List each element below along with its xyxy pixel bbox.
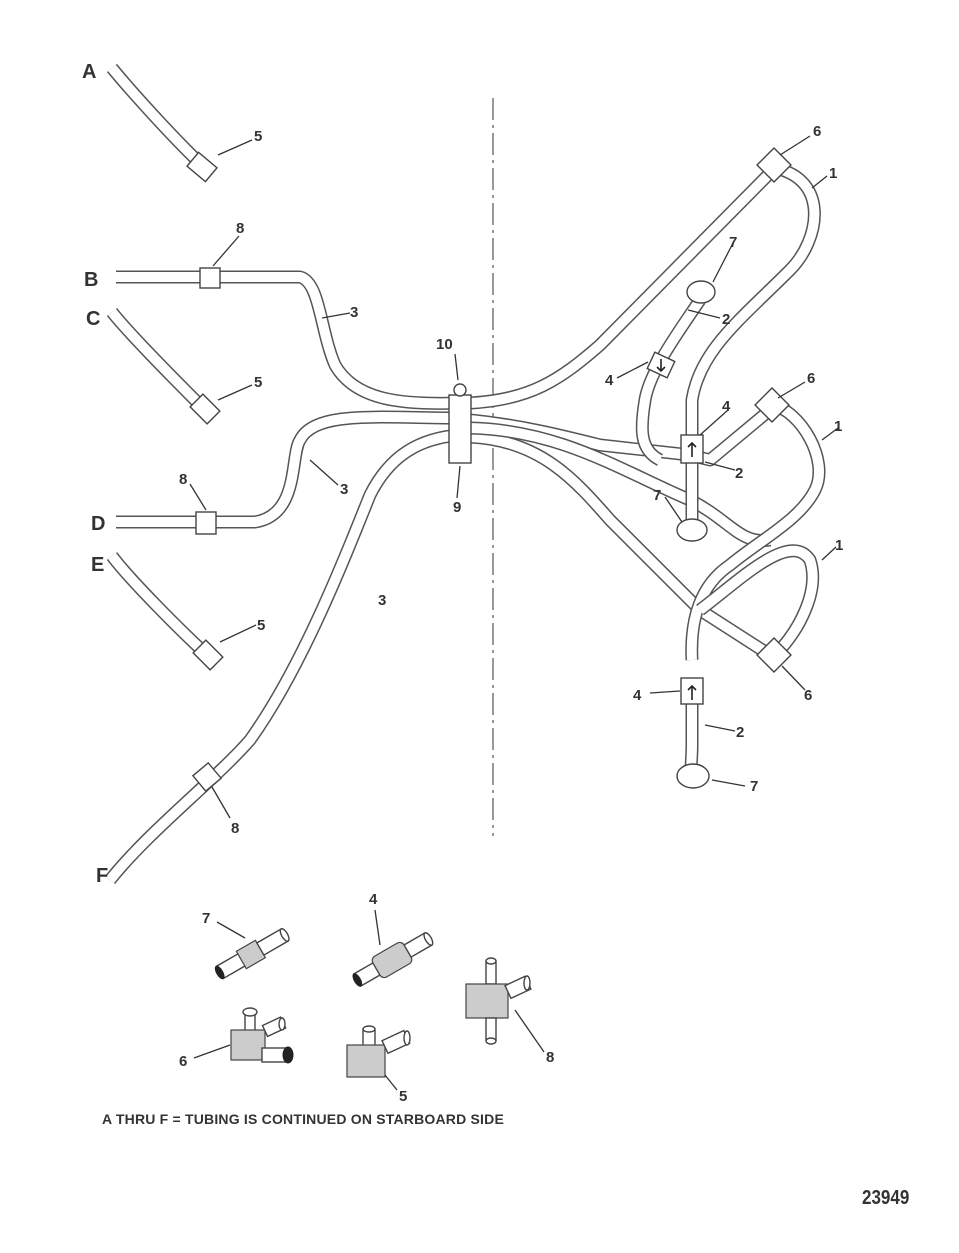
- callout-9: 9: [453, 499, 461, 516]
- callout-7-middle: 7: [653, 487, 661, 504]
- tee-fitting-top: [756, 147, 792, 183]
- callout-4-middle: 4: [722, 398, 731, 415]
- callout-5-a: 5: [254, 128, 262, 145]
- letter-f: F: [96, 865, 108, 887]
- callout-4-top: 4: [605, 372, 614, 389]
- callout-4-lower: 4: [633, 687, 642, 704]
- detail-part-5: [346, 1025, 411, 1078]
- fittings-on-tubes: [186, 147, 792, 793]
- callout-1-lower: 1: [835, 537, 843, 554]
- letter-b: B: [84, 269, 98, 291]
- callout-5-e: 5: [257, 617, 265, 634]
- callout-1-middle: 1: [834, 418, 842, 435]
- detail-part-6: [230, 1007, 294, 1064]
- nut-fitting-middle: [676, 518, 708, 542]
- elbow-fitting-a: [186, 151, 218, 183]
- callout-2-lower: 2: [736, 724, 744, 741]
- callout-numbers: 5 8 3 5 10 8 3 9 3 5 8 6 1 7 2 4 6 4 1 2…: [179, 123, 843, 837]
- detail-part-7: [214, 927, 290, 980]
- callout-7-lower: 7: [750, 778, 758, 795]
- tubing-note: A THRU F = TUBING IS CONTINUED ON STARBO…: [102, 1111, 504, 1127]
- nut-fitting-bottom: [676, 763, 710, 789]
- tee-fitting-bottom: [756, 637, 792, 673]
- callout-3-middle: 3: [340, 481, 348, 498]
- clamp-screw: [453, 383, 467, 397]
- callout-6-top: 6: [813, 123, 821, 140]
- letter-a: A: [82, 61, 96, 83]
- tube-group: [104, 63, 826, 885]
- callout-8-d: 8: [179, 471, 187, 488]
- callout-8-b: 8: [236, 220, 244, 237]
- detail-callout-6: 6: [179, 1053, 187, 1070]
- callout-2-middle: 2: [735, 465, 743, 482]
- callout-5-c: 5: [254, 374, 262, 391]
- detail-part-4: [352, 931, 434, 988]
- detail-callout-8: 8: [546, 1049, 554, 1066]
- tube-letters: A B C D E F: [82, 61, 108, 887]
- callout-2-top: 2: [722, 311, 730, 328]
- callout-10: 10: [436, 336, 453, 353]
- connector-f: [191, 761, 223, 793]
- callout-1-top: 1: [829, 165, 837, 182]
- connector-b: [199, 267, 221, 289]
- callout-7-top: 7: [729, 234, 737, 251]
- callout-6-lower: 6: [804, 687, 812, 704]
- clamp: [448, 394, 472, 464]
- callout-6-middle: 6: [807, 370, 815, 387]
- letter-d: D: [91, 513, 105, 535]
- letter-e: E: [91, 554, 104, 576]
- figure-number: 23949: [862, 1187, 910, 1209]
- callout-8-f: 8: [231, 820, 239, 837]
- leader-lines: [189, 135, 839, 819]
- detail-callout-7: 7: [202, 910, 210, 927]
- elbow-fitting-c: [189, 393, 221, 425]
- callout-3-upper: 3: [350, 304, 358, 321]
- detail-callout-4: 4: [369, 891, 378, 908]
- nut-fitting-top: [686, 280, 716, 304]
- letter-c: C: [86, 308, 100, 330]
- callout-3-lower: 3: [378, 592, 386, 609]
- part-details: 7 4 6: [179, 891, 554, 1105]
- elbow-fitting-e: [192, 639, 224, 671]
- detail-callout-5: 5: [399, 1088, 407, 1105]
- connector-d: [195, 511, 217, 535]
- detail-part-8: [465, 957, 532, 1045]
